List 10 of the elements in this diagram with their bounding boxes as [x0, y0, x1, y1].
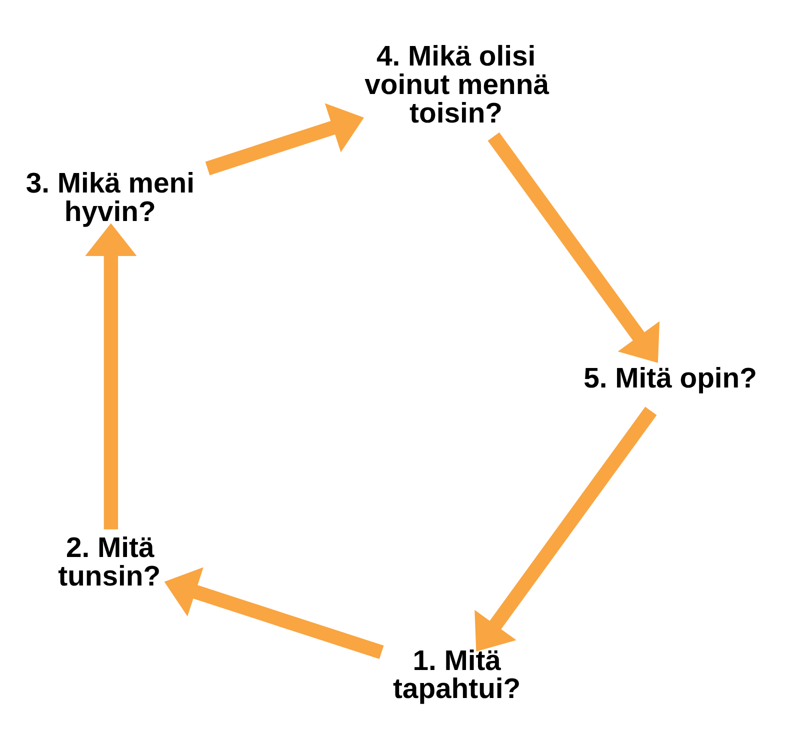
arrow — [164, 566, 384, 659]
node-text: 5. Mitä opin? — [584, 362, 757, 394]
arrow — [85, 222, 137, 529]
arrow — [474, 406, 657, 651]
arrow — [205, 102, 364, 175]
node-text: 1. Mitä tapahtui? — [393, 644, 521, 705]
node-text: 3. Mikä meni hyvin? — [26, 167, 194, 228]
node-text: 2. Mitä tunsin? — [58, 532, 161, 592]
arrow — [488, 132, 660, 362]
node-text: 4. Mikä olisi voinut mennä toisin? — [364, 40, 549, 129]
